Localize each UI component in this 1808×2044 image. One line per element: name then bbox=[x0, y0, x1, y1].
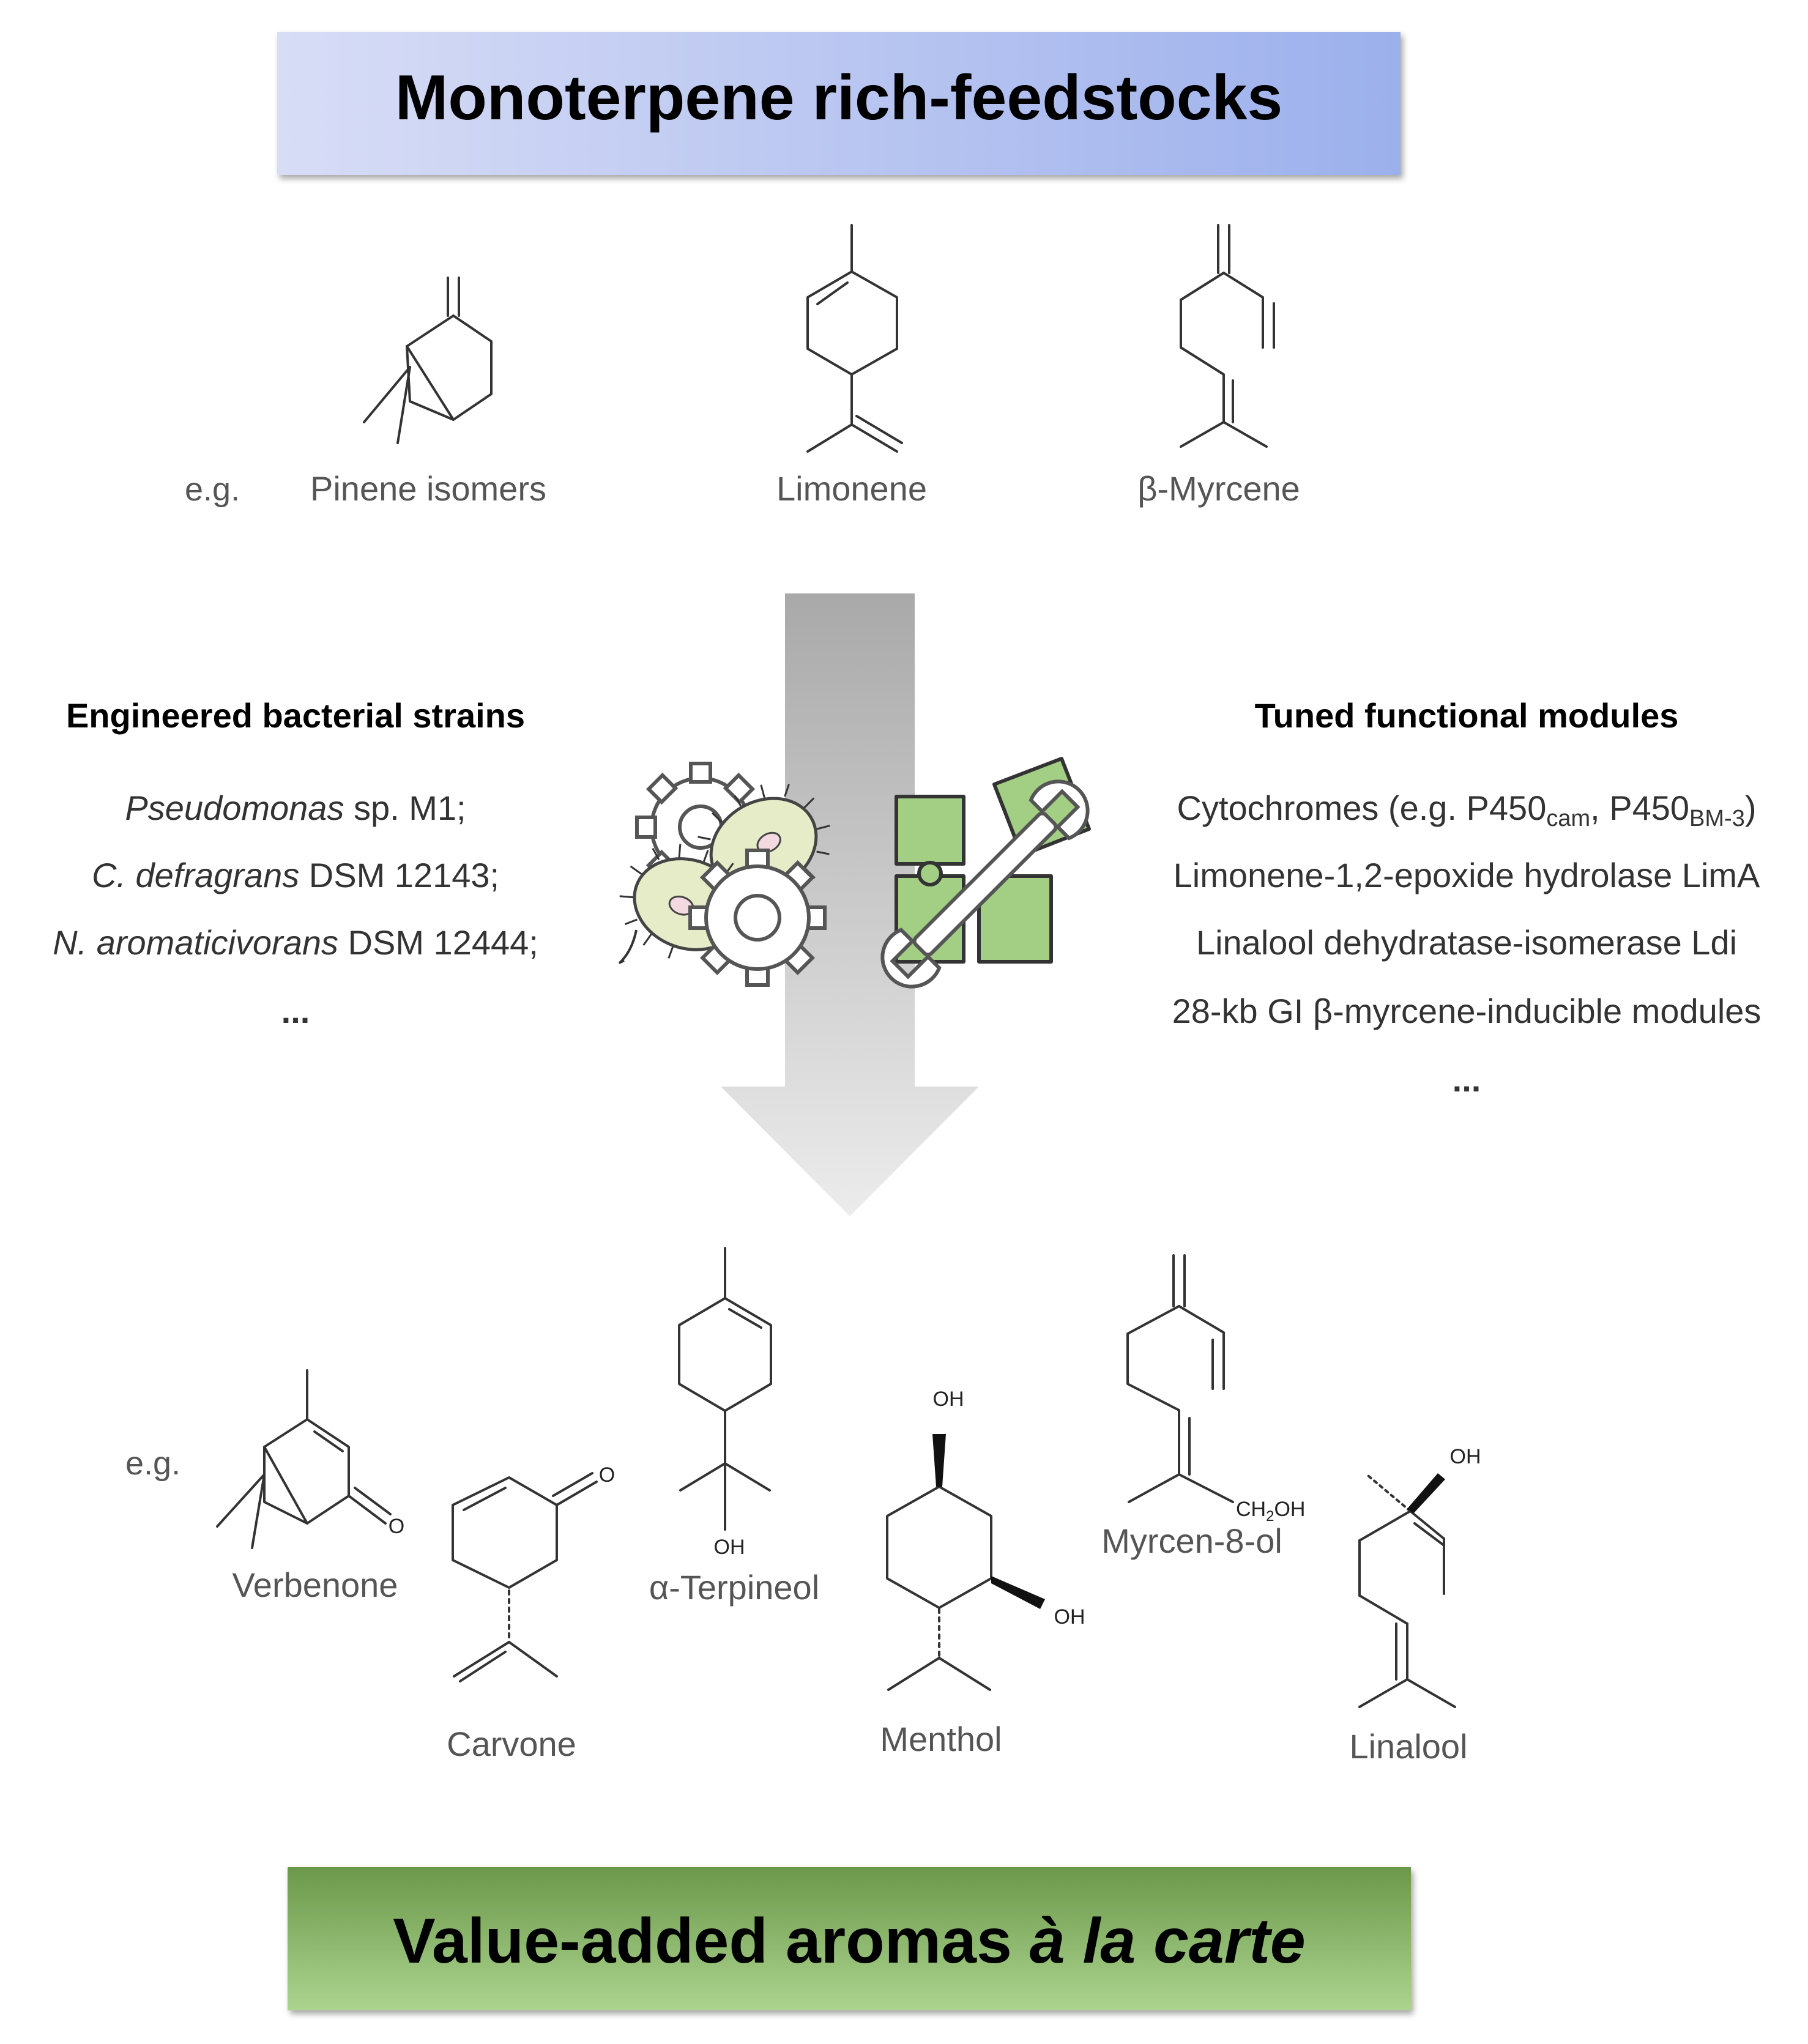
products-eg-label: e.g. bbox=[125, 1445, 180, 1482]
strains-ellipsis: ... bbox=[281, 992, 310, 1030]
terpineol-structure: OH α-Terpineol bbox=[649, 1247, 819, 1607]
puzzle-wrench-icon bbox=[880, 757, 1091, 989]
module-item-2: Linalool dehydratase-isomerase Ldi bbox=[1196, 923, 1737, 962]
menthol-label: Menthol bbox=[880, 1720, 1002, 1758]
linalool-label: Linalool bbox=[1349, 1727, 1467, 1766]
wrench-icon bbox=[880, 779, 1090, 989]
process-arrow bbox=[721, 593, 979, 1216]
header-background bbox=[277, 32, 1401, 175]
pinene-label: Pinene isomers bbox=[310, 469, 546, 508]
feedstock-eg-label: e.g. bbox=[185, 471, 240, 508]
strains-column: Engineered bacterial strains Pseudomonas… bbox=[53, 696, 538, 1030]
strain-item-3: N. aromaticivorans DSM 12444; bbox=[53, 923, 538, 962]
menthol-hydroxyl-top: OH bbox=[933, 1388, 964, 1411]
pinene-structure bbox=[363, 277, 493, 444]
myrcenol-ch2oh: CH2OH bbox=[1236, 1498, 1305, 1525]
strain-item-2: C. defragrans DSM 12143; bbox=[92, 856, 499, 894]
limonene-label: Limonene bbox=[776, 469, 927, 508]
gears-bacteria-icon bbox=[619, 762, 830, 987]
footer-background bbox=[288, 1867, 1411, 2010]
product-molecules: e.g. O Verbenone bbox=[125, 1247, 1481, 1766]
footer-title: Value-added aromas à la carte bbox=[393, 1906, 1305, 1977]
verbenone-structure: O Verbenone bbox=[216, 1369, 404, 1604]
header-title: Monoterpene rich-feedstocks bbox=[395, 62, 1283, 133]
gear-icon bbox=[688, 849, 827, 987]
menthol-structure: OH OH Menthol bbox=[880, 1388, 1085, 1758]
strains-heading: Engineered bacterial strains bbox=[66, 696, 525, 735]
modules-column: Tuned functional modules Cytochromes (e.… bbox=[1172, 696, 1761, 1099]
header-banner: Monoterpene rich-feedstocks bbox=[277, 32, 1401, 175]
myrcenol-label: Myrcen-8-ol bbox=[1101, 1522, 1282, 1560]
terpineol-hydroxyl: OH bbox=[714, 1536, 745, 1559]
menthol-hydroxyl-right: OH bbox=[1054, 1605, 1085, 1629]
modules-ellipsis: ... bbox=[1453, 1060, 1481, 1099]
module-item-3: 28-kb GI β-myrcene-inducible modules bbox=[1172, 992, 1761, 1030]
feedstock-molecules: e.g. Pinene isomers Limonene β-Myrcene bbox=[185, 224, 1300, 508]
verbenone-oxygen: O bbox=[389, 1515, 404, 1538]
modules-heading: Tuned functional modules bbox=[1255, 696, 1679, 735]
carvone-oxygen: O bbox=[599, 1463, 615, 1487]
verbenone-label: Verbenone bbox=[233, 1566, 398, 1604]
myrcenol-structure: CH2OH Myrcen-8-ol bbox=[1101, 1254, 1305, 1560]
footer-banner: Value-added aromas à la carte bbox=[288, 1867, 1411, 2010]
limonene-structure bbox=[806, 224, 903, 453]
myrcene-structure bbox=[1180, 224, 1275, 448]
linalool-structure: OH Linalool bbox=[1349, 1445, 1481, 1766]
strain-item-1: Pseudomonas sp. M1; bbox=[125, 789, 466, 827]
carvone-structure: O Carvone bbox=[447, 1463, 615, 1763]
module-item-1: Limonene-1,2-epoxide hydrolase LimA bbox=[1174, 856, 1760, 894]
terpineol-label: α-Terpineol bbox=[649, 1568, 819, 1607]
module-cytochromes: Cytochromes (e.g. P450cam, P450BM-3) bbox=[1177, 789, 1757, 831]
carvone-label: Carvone bbox=[447, 1725, 576, 1763]
linalool-hydroxyl: OH bbox=[1450, 1445, 1481, 1468]
myrcene-label: β-Myrcene bbox=[1137, 469, 1300, 508]
